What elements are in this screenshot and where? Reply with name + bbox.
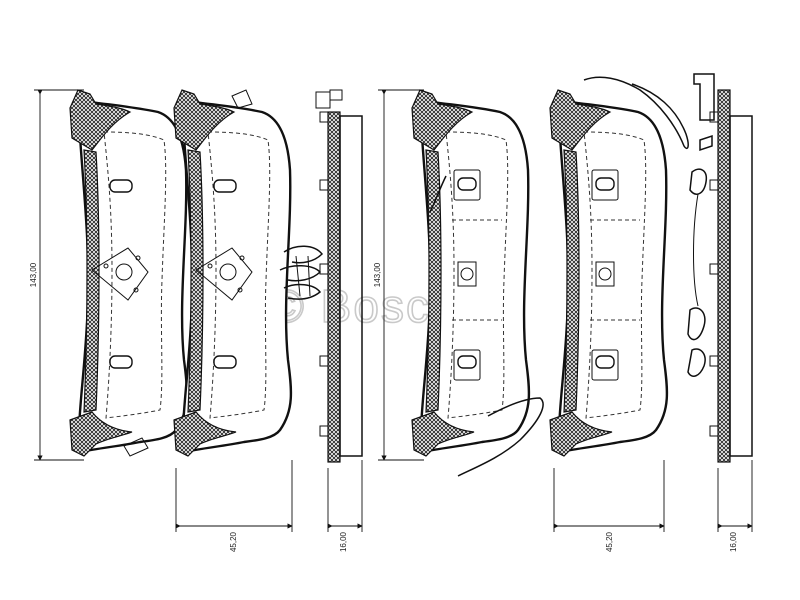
dimension-height-left: 143,00 [29,89,84,461]
dimension-height-right: 143,00 [373,89,424,461]
brake-pad-2 [172,88,293,458]
watermark-text: © Bosch [270,280,459,332]
dimension-thickness-right: 16,00 [717,460,753,552]
dimension-width-left: 45,20 [175,460,293,552]
dimension-width-right-label: 45,20 [605,531,614,552]
retaining-clip-right [687,73,715,377]
dimension-thickness-left: 16,00 [327,460,363,552]
dimension-width-right: 45,20 [553,460,665,552]
dimension-thickness-left-label: 16,00 [339,531,348,552]
brake-pad-4 [548,88,669,458]
dimension-height-left-label: 143,00 [29,262,38,287]
dimension-width-left-label: 45,20 [229,531,238,552]
brake-pad-1 [68,88,189,458]
pad-side-profile-left [315,89,363,463]
dimension-height-right-label: 143,00 [373,262,382,287]
brake-pad-3 [410,88,531,458]
pad-side-profile-right [709,89,753,463]
spring-wire-pad-4 [583,76,689,150]
dimension-thickness-right-label: 16,00 [729,531,738,552]
spring-wire-pad-3 [429,175,544,477]
